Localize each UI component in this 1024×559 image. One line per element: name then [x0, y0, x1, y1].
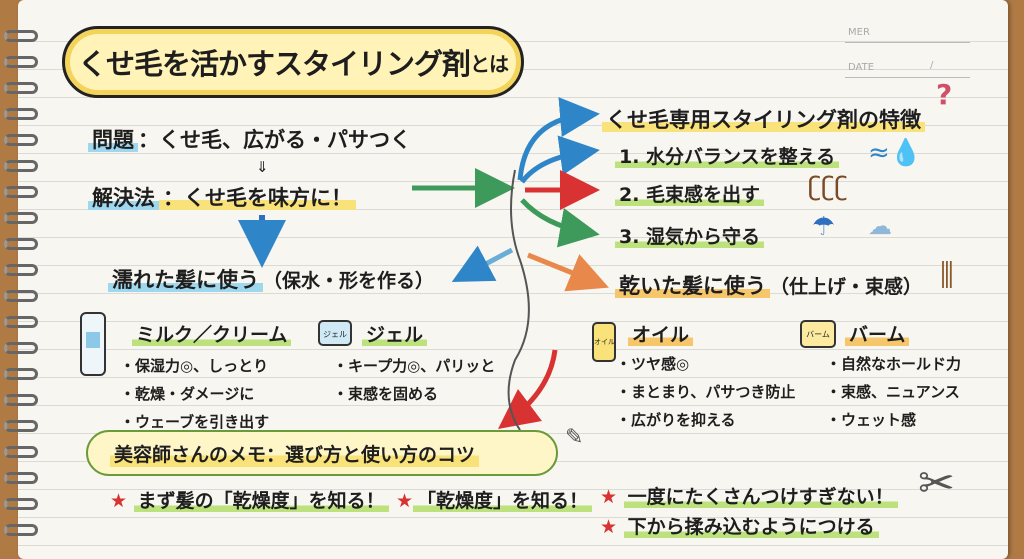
down-double-arrow-icon: ⇓: [256, 158, 269, 176]
spiral-ring: [4, 82, 38, 94]
oil-bottle-icon: オイル: [592, 322, 616, 362]
spiral-ring: [4, 108, 38, 120]
gel-bullets: ・キープ力◎、パリッと・束感を固める: [333, 357, 496, 403]
spiral-ring: [4, 420, 38, 432]
spiral-ring: [4, 238, 38, 250]
balm-bullets: ・自然なホールド力・束感、ニュアンス・ウェット感: [826, 355, 962, 429]
spiral-ring: [4, 264, 38, 276]
arrow-memo: [498, 349, 558, 430]
memo-heading: 美容師さんのメモ：選び方と使い方のコツ: [86, 430, 558, 476]
water-wave-icon: ≈💧: [868, 138, 923, 168]
memo-tip-4: 下から揉み込むようにつける: [623, 516, 879, 538]
wet-heading: 濡れた髪に使う: [108, 268, 263, 292]
dry-heading: 乾いた髪に使う: [615, 274, 770, 298]
spiral-ring: [4, 316, 38, 328]
spiral-ring: [4, 524, 38, 536]
feature-item-2: 2. 毛束感を出す: [615, 184, 765, 206]
wet-subheading: （保水・形を作る）: [263, 270, 435, 292]
curly-hair-icon: ʗʗʗ: [808, 172, 848, 202]
gel-name: ジェル: [362, 324, 428, 346]
memo-tip-1: まず髪の「乾燥度」を知る！: [133, 490, 389, 512]
spiral-ring: [4, 368, 38, 380]
gel-jar-icon: ジェル: [318, 320, 352, 346]
memo-tip-2: 「乾燥度」を知る！: [413, 490, 593, 512]
spiral-ring: [4, 498, 38, 510]
umbrella-icon: ☂: [812, 212, 836, 242]
comb-icon: ⫼: [940, 258, 954, 293]
feature-item-1: 1. 水分バランスを整える: [615, 146, 840, 168]
balm-name: バーム: [845, 324, 910, 346]
spiral-ring: [4, 30, 38, 42]
oil-bullets: ・ツヤ感◎・まとまり、パサつき防止・広がりを抑える: [616, 355, 796, 429]
memo-tip-3: 一度にたくさんつけすぎない！: [623, 486, 898, 508]
date-label: DATE: [848, 62, 875, 73]
spiral-ring: [4, 472, 38, 484]
arrow-feature-1: [520, 135, 600, 184]
arrow-feature-heading: [517, 97, 600, 181]
problem-text: ：くせ毛、広がる・パサつく: [138, 128, 411, 152]
oil-name: オイル: [628, 324, 694, 346]
spiral-ring: [4, 160, 38, 172]
milk-bottle-icon: [80, 312, 106, 376]
pencil-icon: ✎: [565, 425, 584, 450]
spiral-ring: [4, 134, 38, 146]
solution-text: ：くせ毛を味方に！: [159, 186, 356, 210]
spiral-ring: [4, 186, 38, 198]
spiral-ring: [4, 342, 38, 354]
dry-subheading: （仕上げ・束感）: [770, 276, 923, 298]
page-title: くせ毛を活かすスタイリング剤とは: [62, 26, 524, 98]
hair-strand-illustration: [507, 169, 530, 431]
milk-cream-bullets: ・保湿力◎、しっとり・乾燥・ダメージに・ウェーブを引き出す: [120, 357, 270, 431]
arrow-dry: [527, 252, 609, 292]
date-separator: /: [930, 60, 934, 71]
solution-label: 解決法: [88, 186, 159, 210]
features-heading: くせ毛専用スタイリング剤の特徴: [602, 108, 925, 132]
mer-label: MER: [848, 27, 870, 38]
arrow-wet: [451, 245, 514, 283]
cloud-sun-icon: ☁: [868, 212, 892, 240]
spiral-ring: [4, 56, 38, 68]
question-mark-icon: ?: [936, 78, 953, 111]
balm-jar-icon: バーム: [800, 320, 836, 348]
spiral-ring: [4, 290, 38, 302]
arrow-feature-3: [520, 198, 600, 248]
spiral-ring: [4, 394, 38, 406]
milk-cream-name: ミルク／クリーム: [132, 324, 292, 346]
spiral-ring: [4, 212, 38, 224]
problem-label: 問題: [88, 128, 138, 152]
scissors-icon: ✂: [918, 458, 955, 509]
spiral-ring: [4, 446, 38, 458]
feature-item-3: 3. 湿気から守る: [615, 226, 765, 248]
